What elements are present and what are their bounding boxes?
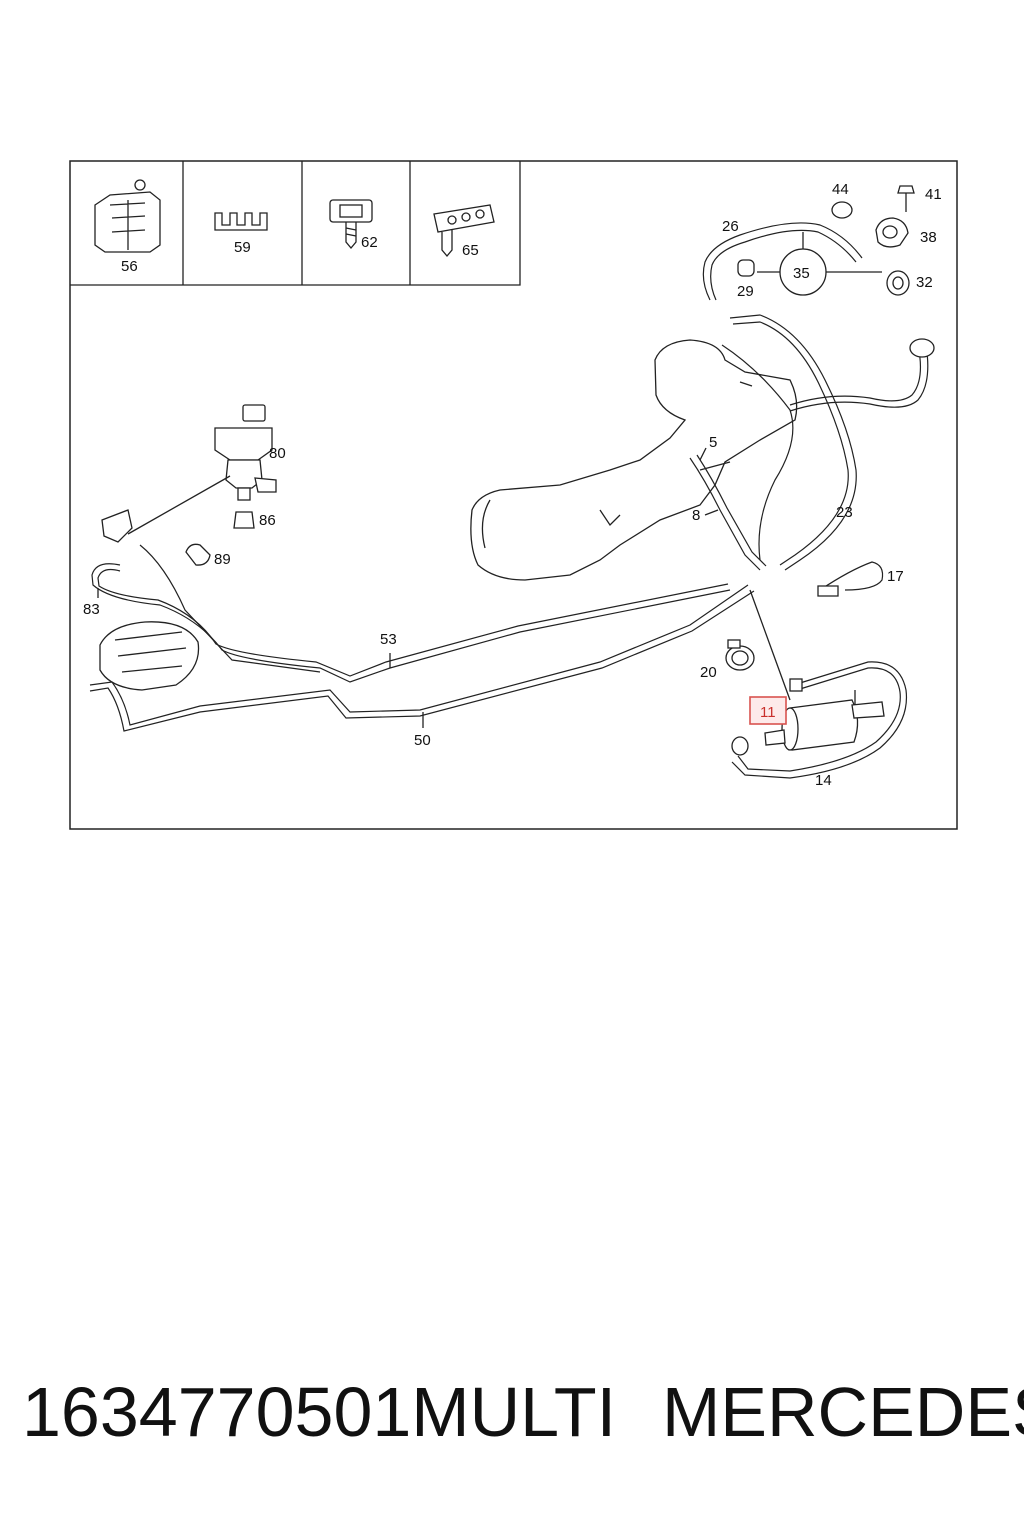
callout-80[interactable]: 80 — [269, 445, 286, 462]
intake-manifold — [99, 621, 200, 691]
part-62-clip[interactable] — [329, 199, 373, 250]
callout-8[interactable]: 8 — [692, 507, 700, 524]
callout-26[interactable]: 26 — [722, 218, 739, 235]
long-fuel-lines — [89, 544, 755, 732]
part-59-clip[interactable] — [214, 212, 268, 231]
callout-86[interactable]: 86 — [259, 512, 276, 529]
callout-35[interactable]: 35 — [793, 265, 810, 282]
brand-text: MERCEDES — [662, 1373, 1024, 1451]
connector-part[interactable] — [101, 475, 231, 543]
part-89-clip[interactable] — [185, 543, 211, 566]
callout-20[interactable]: 20 — [700, 664, 717, 681]
vent-parts-group — [702, 185, 915, 301]
parts-diagram: 56 59 62 65 44 41 26 38 35 29 32 80 86 8… — [69, 160, 958, 830]
part-20-clamp[interactable] — [725, 639, 755, 671]
callout-89[interactable]: 89 — [214, 551, 231, 568]
callout-38[interactable]: 38 — [920, 229, 937, 246]
part-65-clip[interactable] — [433, 204, 495, 258]
part-11-fuel-filter[interactable] — [764, 690, 885, 751]
inset-boxes — [70, 161, 521, 286]
callout-62[interactable]: 62 — [361, 234, 378, 251]
callout-59[interactable]: 59 — [234, 239, 251, 256]
callout-11[interactable]: 11 — [760, 704, 776, 721]
part-86-cap[interactable] — [233, 511, 255, 529]
callout-83[interactable]: 83 — [83, 601, 100, 618]
callout-50[interactable]: 50 — [414, 732, 431, 749]
callout-44[interactable]: 44 — [832, 181, 849, 198]
leader-lines — [97, 447, 791, 728]
diagram-frame — [69, 160, 958, 830]
part-number-text: 1634770501MULTI — [22, 1373, 617, 1451]
fuel-tank — [470, 339, 798, 581]
part-80-valve[interactable] — [214, 404, 277, 501]
callout-labels: 56 59 62 65 44 41 26 38 35 29 32 80 86 8… — [83, 181, 942, 789]
part-17-strap[interactable] — [817, 561, 884, 597]
tank-lines — [689, 314, 857, 571]
callout-56[interactable]: 56 — [121, 258, 138, 275]
part-56-bracket[interactable] — [94, 179, 161, 253]
callout-17[interactable]: 17 — [887, 568, 904, 585]
callout-29[interactable]: 29 — [737, 283, 754, 300]
highlight-box-11 — [749, 696, 787, 725]
callout-32[interactable]: 32 — [916, 274, 933, 291]
part-14-line[interactable] — [731, 661, 908, 779]
filler-tube — [789, 338, 935, 412]
callout-53[interactable]: 53 — [380, 631, 397, 648]
callout-23[interactable]: 23 — [836, 504, 853, 521]
callout-14[interactable]: 14 — [815, 772, 832, 789]
caption-bar: 1634770501MULTI MERCEDES — [0, 1372, 1024, 1482]
callout-65[interactable]: 65 — [462, 242, 479, 259]
callout-5[interactable]: 5 — [709, 434, 717, 451]
callout-41[interactable]: 41 — [925, 186, 942, 203]
